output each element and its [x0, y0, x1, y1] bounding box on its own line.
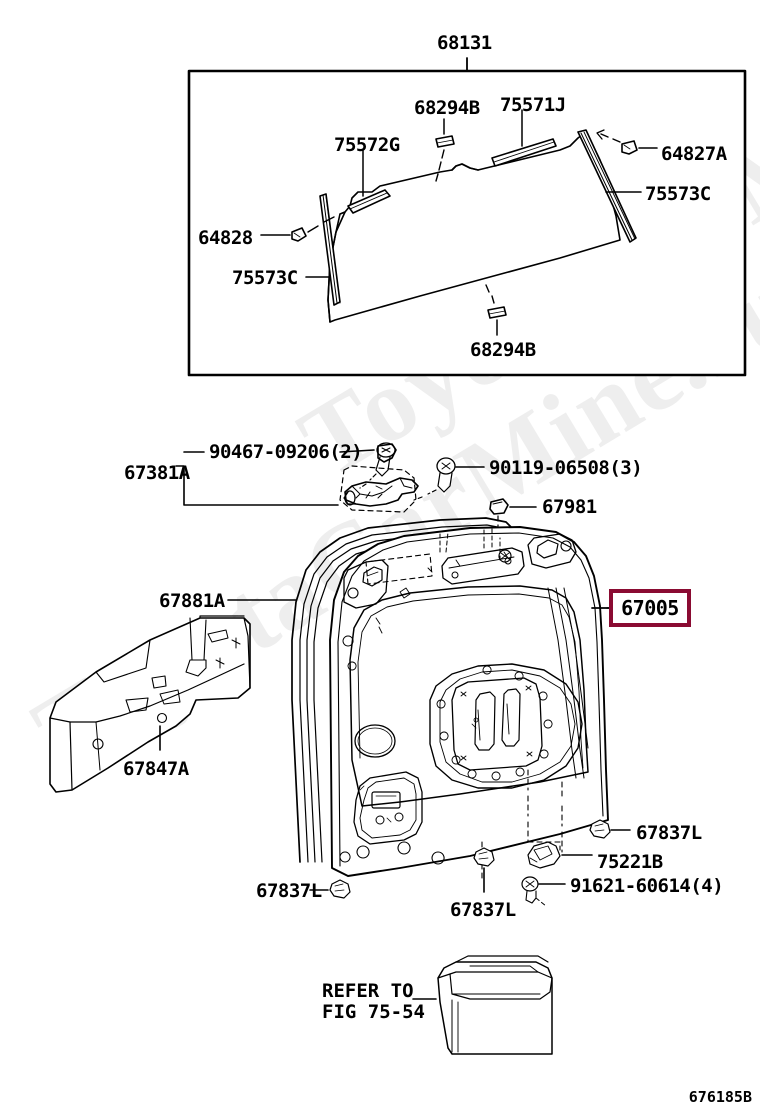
part-75572g — [347, 189, 391, 214]
label-75571j: 75571J — [500, 94, 566, 116]
figure-code: 676185B — [688, 1088, 752, 1106]
label-75572g: 75572G — [334, 134, 400, 156]
label-68294b-bottom: 68294B — [470, 339, 536, 361]
part-refer-fig-75-54 — [437, 955, 553, 1055]
refer-to-note: REFER TO FIG 75-54 — [322, 980, 425, 1023]
label-67981: 67981 — [542, 496, 597, 518]
part-67005-back-door-panel — [329, 526, 609, 881]
part-67837l-mid — [473, 847, 495, 867]
highlighted-part-label: 67005 — [621, 596, 679, 620]
part-67381a-hinge — [343, 477, 419, 507]
label-64828: 64828 — [198, 227, 253, 249]
part-75571j — [491, 138, 557, 167]
part-64827a — [621, 140, 638, 155]
part-68294b-top — [435, 135, 455, 148]
part-67847a — [49, 615, 251, 793]
hinge-dashed-outline — [339, 465, 417, 513]
label-68294b-top: 68294B — [414, 97, 480, 119]
label-90467-09206: 90467-09206(2) — [209, 441, 363, 463]
part-67837l-left — [329, 879, 351, 899]
label-67881a: 67881A — [159, 590, 225, 612]
highlighted-part-67005[interactable]: 67005 — [609, 589, 691, 627]
label-67847a: 67847A — [123, 758, 189, 780]
part-75573c-right — [577, 129, 637, 243]
leader-67381a — [175, 465, 339, 506]
label-90119-06508: 90119-06508(3) — [489, 457, 643, 479]
label-64827a: 64827A — [661, 143, 727, 165]
part-67981 — [489, 498, 509, 515]
leader-68294b-top — [435, 149, 445, 182]
label-68131: 68131 — [437, 32, 492, 54]
part-64828 — [291, 227, 307, 242]
label-75221b: 75221B — [597, 851, 663, 873]
label-67837l-left: 67837L — [256, 880, 322, 902]
part-91621-60614 — [521, 876, 547, 907]
label-91621-60614: 91621-60614(4) — [570, 875, 724, 897]
label-67837l-mid: 67837L — [450, 899, 516, 921]
part-75221b — [527, 841, 561, 869]
label-67381a: 67381A — [124, 462, 190, 484]
part-90467-09206 — [375, 442, 397, 477]
label-75573c-right: 75573C — [645, 183, 711, 205]
part-90119-06508 — [436, 457, 456, 493]
part-67837l-right — [589, 819, 611, 839]
part-68294b-bottom — [487, 306, 507, 319]
label-67837l-right: 67837L — [636, 822, 702, 844]
label-75573c-left: 75573C — [232, 267, 298, 289]
